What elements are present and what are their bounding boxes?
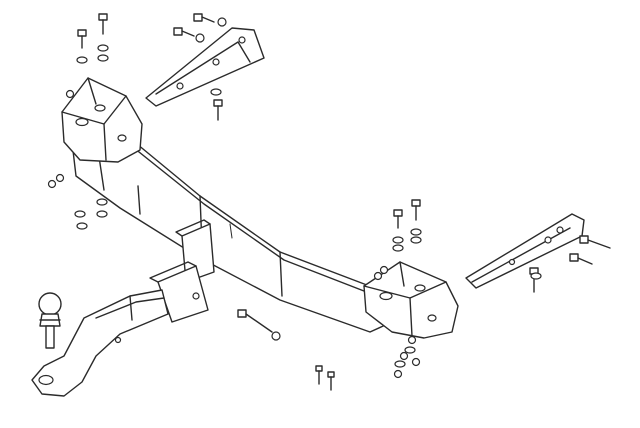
upper-left-brace <box>145 27 265 107</box>
receiver-socket <box>149 219 215 323</box>
bolt <box>193 13 215 23</box>
right-side-brace <box>465 213 585 289</box>
washers <box>74 44 542 368</box>
bolt <box>77 29 87 49</box>
bolt <box>173 27 195 37</box>
bolt <box>327 371 335 391</box>
bolt <box>393 209 403 229</box>
bolt <box>569 253 593 265</box>
bolt <box>315 365 323 385</box>
left-mounting-bracket <box>61 77 143 163</box>
right-mounting-bracket <box>363 261 459 339</box>
tow-ball <box>38 292 62 349</box>
bolt <box>237 309 281 341</box>
bolts <box>77 13 611 391</box>
bolt <box>579 235 611 249</box>
tow-bar-neck <box>31 289 169 397</box>
bolt <box>98 13 108 35</box>
nuts <box>47 17 421 379</box>
bolt <box>529 267 539 293</box>
bolt <box>213 99 223 121</box>
bolt <box>411 199 421 221</box>
